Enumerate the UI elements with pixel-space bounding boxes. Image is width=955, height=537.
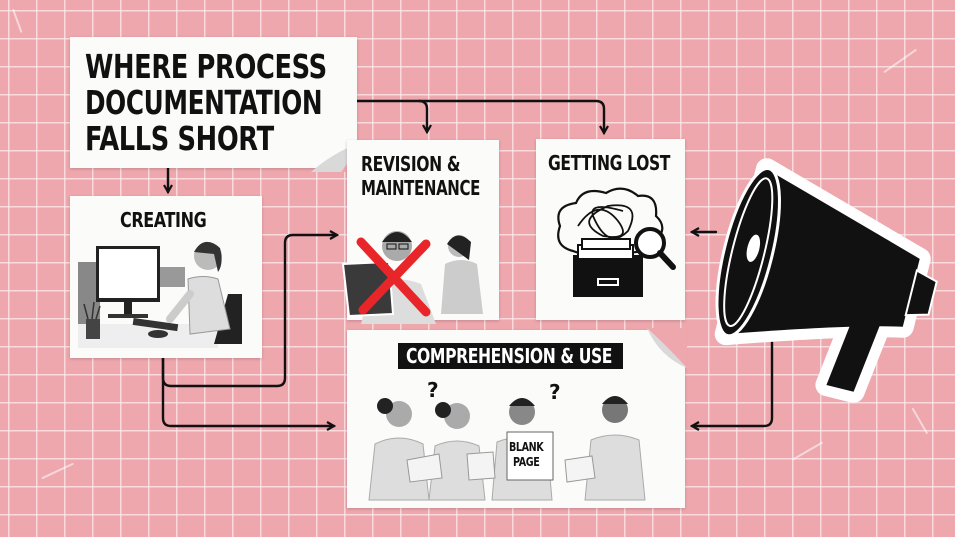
revision-label-line-2: MAINTENANCE (361, 176, 481, 200)
title-card: WHERE PROCESS DOCUMENTATION FALLS SHORT (70, 37, 361, 172)
comprehension-label: COMPREHENSION & USE (406, 344, 613, 368)
title-line-1: WHERE PROCESS (85, 47, 327, 86)
title-line-2: DOCUMENTATION (85, 83, 323, 122)
woman-typing-illustration (78, 241, 242, 348)
revision-illustration (341, 231, 483, 324)
revision-label-line-1: REVISION & (361, 152, 461, 176)
lost-files-illustration (557, 187, 676, 297)
getting-lost-label: GETTING LOST (548, 151, 671, 175)
creating-card: CREATING (70, 196, 262, 358)
comprehension-label-box: COMPREHENSION & USE (398, 343, 623, 369)
megaphone-icon (714, 158, 938, 403)
question-mark-1: ? (427, 378, 439, 402)
title-line-3: FALLS SHORT (85, 119, 274, 158)
blank-page-sign-line-1: BLANK (509, 440, 544, 454)
blank-page-sign-line-2: PAGE (513, 455, 540, 469)
getting-lost-card: GETTING LOST (536, 139, 685, 320)
creating-label: CREATING (120, 208, 207, 232)
revision-maintenance-card: REVISION & MAINTENANCE (341, 140, 499, 324)
confused-people-illustration (368, 396, 646, 501)
comprehension-use-card: COMPREHENSION & USE ? ? BLANK PAGE (347, 328, 687, 508)
question-mark-2: ? (549, 380, 561, 404)
page-curl-icon (647, 328, 687, 368)
